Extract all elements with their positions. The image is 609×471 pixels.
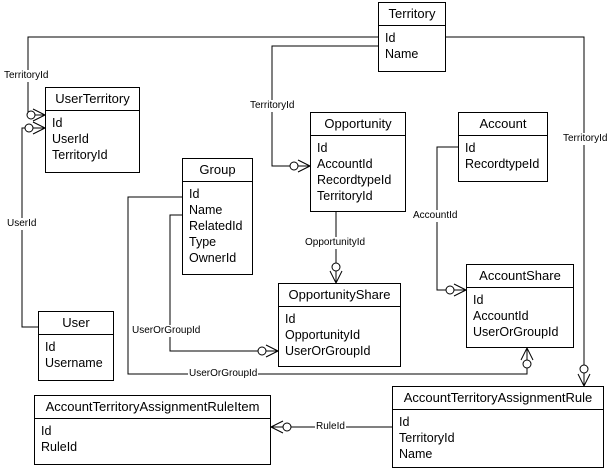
entity-field: RecordtypeId (465, 157, 540, 171)
entity-title: UserTerritory (46, 88, 139, 111)
entity-account-share: AccountShare Id AccountId UserOrGroupId (466, 264, 574, 348)
entity-field: OpportunityId (285, 328, 361, 342)
entity-field: OwnerId (189, 251, 237, 265)
entity-account: Account Id RecordtypeId (458, 112, 548, 182)
entity-field: AccountId (317, 157, 373, 171)
entity-field: Id (45, 340, 56, 354)
rel-label-group-accountshare: UserOrGroupId (188, 368, 259, 380)
entity-field: Username (45, 356, 103, 370)
entity-field: Type (189, 235, 217, 249)
rel-label-user-userterritory: UserId (6, 218, 38, 230)
rel-label-territory-rule: TerritoryId (562, 133, 609, 145)
entity-user-territory: UserTerritory Id UserId TerritoryId (45, 87, 140, 173)
entity-field: TerritoryId (52, 148, 108, 162)
rel-label-opportunity-oppshare: OpportunityId (304, 237, 367, 249)
entity-territory: Territory Id Name (378, 2, 446, 72)
entity-field: Id (41, 424, 52, 438)
entity-opportunity: Opportunity Id AccountId RecordtypeId Te… (310, 112, 406, 212)
entity-field: UserId (52, 132, 89, 146)
entity-field: RuleId (41, 440, 78, 454)
entity-title: Group (183, 159, 252, 182)
entity-field: Id (385, 31, 396, 45)
rel-label-rule-ruleitem: RuleId (315, 421, 346, 433)
entity-field: Name (189, 203, 223, 217)
entity-field: Id (285, 312, 296, 326)
entity-title: AccountTerritoryAssignmentRule (393, 387, 603, 410)
entity-rule: AccountTerritoryAssignmentRule Id Territ… (392, 386, 604, 468)
entity-title: Territory (379, 3, 445, 26)
entity-field: Id (52, 116, 63, 130)
entity-title: Account (459, 113, 547, 136)
entity-title: AccountTerritoryAssignmentRuleItem (35, 396, 270, 419)
entity-field: AccountId (473, 309, 529, 323)
entity-field: Id (473, 293, 484, 307)
entity-field: Id (399, 415, 410, 429)
rel-label-territory-opportunity: TerritoryId (249, 100, 296, 112)
rel-label-account-accountshare: AccountId (412, 210, 459, 222)
entity-field: TerritoryId (399, 431, 455, 445)
entity-title: User (39, 312, 113, 335)
entity-field: Id (317, 141, 328, 155)
entity-field: RecordtypeId (317, 173, 392, 187)
entity-field: Id (189, 187, 200, 201)
entity-field: UserOrGroupId (285, 344, 371, 358)
entity-field: Id (465, 141, 476, 155)
connector-territory-rule (446, 36, 585, 386)
entity-field: Name (399, 447, 433, 461)
entity-field: Name (385, 47, 419, 61)
entity-title: AccountShare (467, 265, 573, 288)
entity-rule-item: AccountTerritoryAssignmentRuleItem Id Ru… (34, 395, 271, 465)
rel-label-territory-userterritory: TerritoryId (3, 70, 50, 82)
entity-field: TerritoryId (317, 189, 373, 203)
entity-title: Opportunity (311, 113, 405, 136)
rel-label-group-oppshare: UserOrGroupId (131, 325, 202, 337)
entity-group: Group Id Name RelatedId Type OwnerId (182, 158, 253, 275)
entity-field: UserOrGroupId (473, 325, 559, 339)
connector-group-oppshare (169, 214, 278, 352)
entity-field: RelatedId (189, 219, 243, 233)
entity-user: User Id Username (38, 311, 114, 381)
entity-title: OpportunityShare (279, 284, 400, 307)
entity-opportunity-share: OpportunityShare Id OpportunityId UserOr… (278, 283, 401, 367)
